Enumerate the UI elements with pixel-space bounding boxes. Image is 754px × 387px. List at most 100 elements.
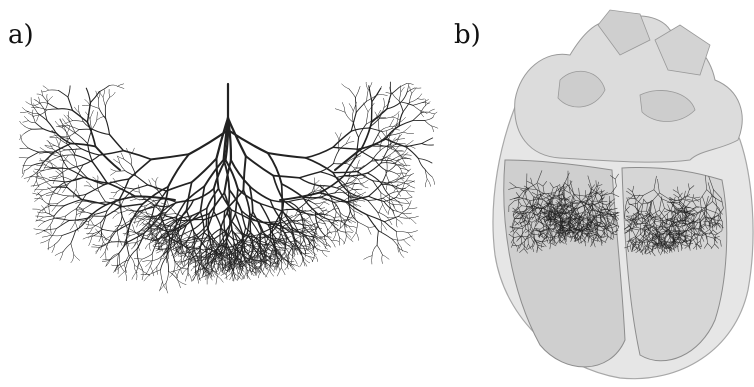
- tree-branch: [67, 188, 81, 200]
- tree-branch: [387, 162, 388, 172]
- tree-branch: [65, 121, 73, 124]
- tree-branch: [304, 239, 306, 249]
- tree-branch: [425, 120, 432, 125]
- tree-branch: [384, 202, 393, 211]
- tree-branch: [410, 99, 418, 103]
- tree-branch: [111, 192, 117, 193]
- tree-branch: [394, 158, 403, 163]
- tree-branch: [382, 255, 383, 264]
- tree-branch: [349, 226, 354, 231]
- tree-branch: [300, 260, 303, 266]
- tree-branch: [139, 185, 140, 192]
- tree-branch: [421, 112, 429, 113]
- tree-branch: [384, 222, 396, 232]
- tree-branch: [170, 237, 187, 247]
- tree-branch: [110, 254, 119, 260]
- tree-branch: [378, 134, 382, 141]
- tree-branch: [362, 122, 372, 148]
- tree-branch: [268, 153, 306, 158]
- tree-branch: [148, 185, 167, 191]
- tree-branch: [403, 240, 410, 246]
- tree-branch: [47, 109, 59, 110]
- tree-branch: [58, 109, 72, 111]
- tree-branch: [107, 183, 135, 197]
- tree-branch: [377, 95, 387, 96]
- tree-branch: [133, 190, 140, 192]
- tree-branch: [335, 133, 339, 141]
- tree-branch: [33, 209, 42, 210]
- tree-branch: [356, 101, 367, 112]
- tree-branch: [132, 272, 136, 279]
- tree-branch: [418, 159, 425, 170]
- tree-branch: [58, 196, 69, 204]
- tree-branch: [38, 222, 45, 227]
- tree-branch: [166, 283, 168, 293]
- tree-branch: [90, 110, 93, 118]
- tree-branch: [135, 217, 137, 224]
- tree-branch: [328, 223, 334, 231]
- tree-branch: [118, 84, 124, 87]
- tree-branch: [407, 181, 415, 184]
- tree-branch: [39, 152, 48, 154]
- tree-branch: [273, 176, 299, 178]
- tree-branch: [99, 109, 106, 119]
- tree-branch: [399, 249, 408, 253]
- tree-branch: [24, 129, 32, 134]
- tree-branch: [118, 271, 125, 277]
- tree-branch: [111, 228, 117, 236]
- tree-branch: [351, 128, 368, 131]
- tree-branch: [425, 118, 433, 121]
- tree-branch: [20, 112, 28, 113]
- tree-branch: [322, 210, 330, 211]
- tree-branch: [124, 151, 152, 160]
- tree-branch: [422, 144, 434, 146]
- tree-branch: [32, 110, 33, 116]
- tree-branch: [52, 203, 58, 211]
- tree-branch: [393, 94, 399, 101]
- tree-branch: [281, 268, 285, 275]
- tree-branch: [119, 253, 120, 264]
- tree-branch: [157, 267, 158, 275]
- tree-branch: [282, 184, 303, 197]
- tree-branch: [136, 272, 137, 280]
- tree-branch: [294, 223, 308, 226]
- tree-branch: [390, 82, 391, 94]
- tree-branch: [366, 82, 368, 90]
- tree-branch: [22, 167, 23, 174]
- tree-branch: [45, 145, 54, 146]
- tree-branch: [398, 243, 402, 251]
- tree-branch: [184, 261, 186, 268]
- tree-branch: [355, 190, 361, 195]
- tree-branch: [399, 92, 401, 101]
- tree-branch: [68, 97, 73, 110]
- tree-branch: [408, 231, 418, 233]
- tree-branch: [142, 261, 151, 262]
- tree-branch: [152, 178, 156, 182]
- tree-branch: [433, 112, 437, 117]
- tree-branch: [209, 193, 224, 214]
- tree-branch: [390, 119, 394, 127]
- tree-branch: [356, 233, 359, 241]
- tree-branch: [92, 120, 97, 130]
- tree-branch: [24, 177, 30, 179]
- tree-branch: [84, 203, 93, 209]
- tree-branch: [119, 210, 128, 213]
- tree-branch: [332, 240, 339, 241]
- branching-tree-graphic: [19, 82, 438, 293]
- tree-branch: [207, 189, 219, 209]
- tree-branch: [146, 266, 151, 275]
- tree-branch: [28, 148, 38, 152]
- tree-branch: [366, 112, 368, 125]
- tree-branch: [303, 257, 310, 263]
- tree-branch: [103, 230, 116, 232]
- tree-branch: [150, 243, 151, 250]
- tree-branch: [399, 203, 409, 204]
- tree-branch: [137, 249, 139, 262]
- tree-branch: [171, 269, 180, 271]
- tree-branch: [335, 109, 345, 113]
- tree-branch: [36, 216, 44, 217]
- tree-branch: [55, 252, 63, 256]
- tree-branch: [315, 204, 322, 211]
- tree-branch: [417, 99, 424, 100]
- tree-branch: [377, 231, 378, 246]
